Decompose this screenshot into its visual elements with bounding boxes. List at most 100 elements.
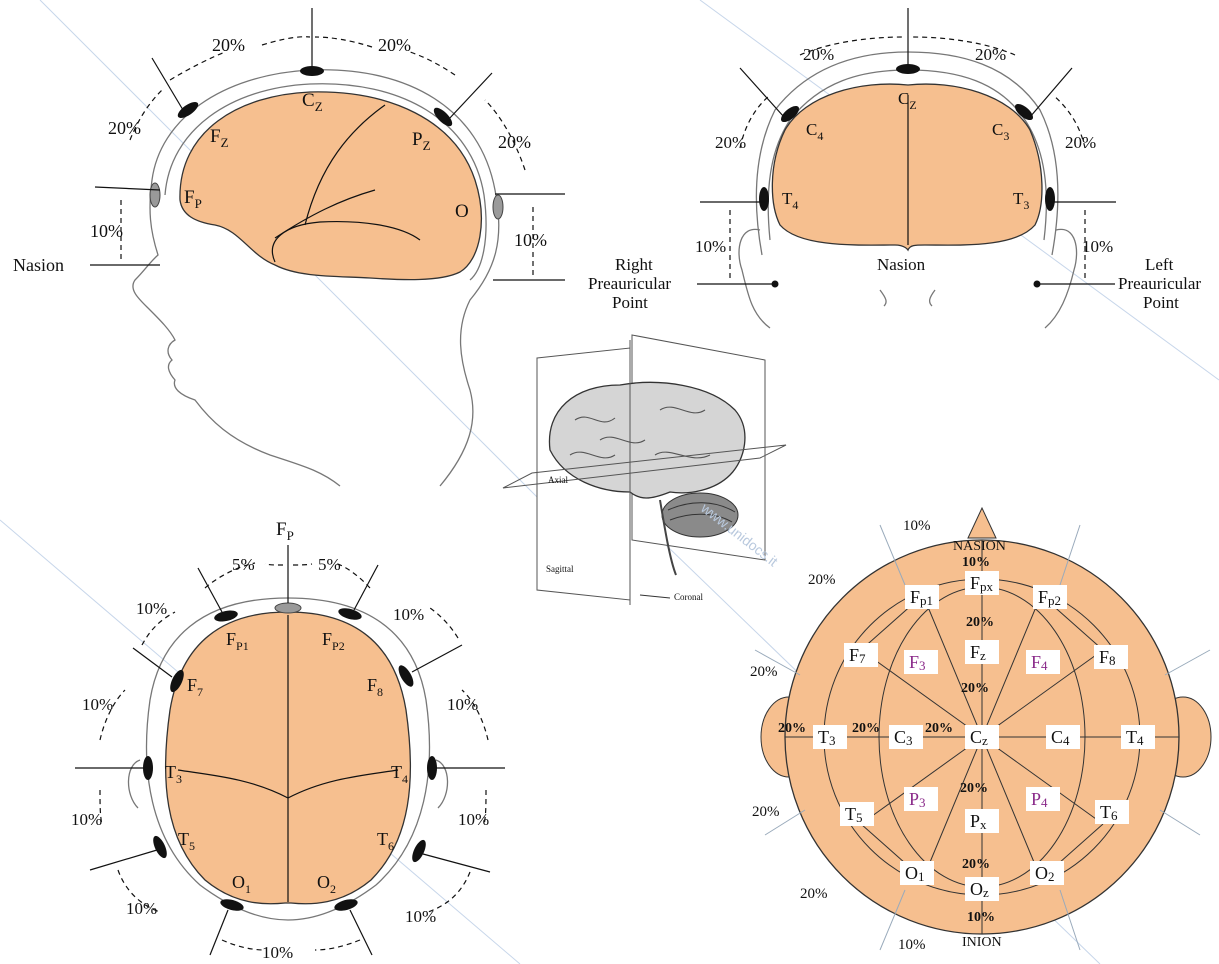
map-pct-i3: 20%: [961, 681, 989, 696]
front-pct-4: 20%: [1065, 133, 1096, 152]
map-electrode-box: [965, 725, 999, 749]
map-electrode-box: [1094, 645, 1128, 669]
front-pct-6: 10%: [1082, 237, 1113, 256]
map-electrode-label: T6: [1100, 802, 1118, 823]
map-electrode-label: Oz: [970, 879, 989, 900]
top-pct-1: 10%: [136, 599, 167, 618]
map-nasion-label: NASION: [953, 539, 1006, 554]
map-electrode-box: [1026, 650, 1060, 674]
top-fp-label: FP: [276, 519, 294, 543]
map-electrode-box: [1121, 725, 1155, 749]
top-pct-9: 10%: [262, 943, 293, 962]
map-electrode-label: Px: [970, 811, 987, 832]
right-ear: [738, 228, 771, 329]
map-electrode-box: [1030, 861, 1064, 885]
map-electrode-label: Cz: [970, 727, 988, 748]
electrode-t3: [143, 756, 153, 780]
map-pct-i7: 20%: [960, 781, 988, 796]
map-electrode-label: Fp1: [910, 587, 933, 608]
top-t5-label: T5: [178, 829, 195, 853]
map-electrode-label: Fpx: [970, 573, 994, 594]
map-pct-i9: 10%: [967, 910, 995, 925]
right-point-line3: Point: [612, 293, 648, 312]
map-electrode-c4: C4: [1046, 725, 1080, 749]
lat-pct-1: 20%: [212, 35, 245, 55]
electrode-c4: [780, 105, 800, 123]
map-electrode-label: T4: [1126, 727, 1144, 748]
map-electrode-label: Fz: [970, 642, 986, 663]
top-pct-7: 10%: [126, 899, 157, 918]
front-t4-label: T4: [782, 189, 798, 212]
front-pct-3: 20%: [715, 133, 746, 152]
map-electrode-label: T5: [845, 804, 863, 825]
map-electrode-box: [965, 877, 999, 901]
top-pct-2: 10%: [393, 605, 424, 624]
panel-brain-planes: Axial Sagittal Coronal: [502, 334, 787, 605]
map-electrode-box: [1095, 800, 1129, 824]
map-electrode-box: [840, 802, 874, 826]
electrode-fp2: [338, 608, 362, 620]
lat-cz-label: CZ: [302, 90, 323, 114]
map-electrode-f8: F8: [1094, 645, 1128, 669]
lat-pz-label: PZ: [412, 129, 431, 153]
top-fp2-label: FP2: [322, 629, 345, 653]
electrode-fp-top: [274, 602, 302, 614]
map-electrode-box: [1033, 585, 1067, 609]
top-t3-label: T3: [165, 762, 182, 786]
electrode-t6: [412, 839, 426, 863]
top-fp1-label: FP1: [226, 629, 249, 653]
right-point-line2: Preauricular: [588, 274, 671, 293]
map-pct-i5: 20%: [852, 721, 880, 736]
electrode-c3: [1014, 103, 1034, 121]
top-pct-3: 10%: [82, 695, 113, 714]
top-pct-6: 10%: [458, 810, 489, 829]
right-point-line1: Right: [615, 255, 653, 274]
map-electrode-label: P3: [909, 789, 926, 810]
brain-sulcus: [304, 104, 386, 226]
map-electrode-o2: O2: [1030, 861, 1064, 885]
map-nose: [967, 506, 997, 539]
lat-fz-label: FZ: [210, 126, 229, 150]
front-nasion-label: Nasion: [877, 255, 926, 274]
lat-pct-2: 20%: [378, 35, 411, 55]
map-pct-i6: 20%: [925, 721, 953, 736]
temporal-lobe: [271, 221, 421, 263]
electrode-o1: [220, 899, 244, 911]
top-f7-label: F7: [187, 675, 203, 699]
top-o1-label: O1: [232, 872, 251, 896]
plane-sagittal-label: Sagittal: [546, 564, 574, 574]
plane-axial-label: Axial: [548, 475, 568, 485]
electrode-cz: [300, 66, 324, 76]
front-t3-label: T3: [1013, 189, 1029, 212]
map-electrode-box: [965, 640, 999, 664]
electrode-t3: [1045, 187, 1055, 211]
map-electrode-box: [813, 725, 847, 749]
map-pct-o6: 10%: [898, 937, 926, 953]
electrode-o2: [334, 899, 358, 911]
electrode-cz-front: [896, 64, 920, 74]
map-electrode-p4: P4: [1026, 787, 1060, 811]
front-cz-label: CZ: [898, 89, 917, 112]
map-electrode-cz: Cz: [965, 725, 999, 749]
left-point-line1: Left: [1145, 255, 1174, 274]
top-pct-5a: 5%: [232, 555, 255, 574]
top-t4-label: T4: [391, 762, 408, 786]
plane-coronal-label: Coronal: [674, 592, 703, 602]
map-electrode-box: [905, 585, 939, 609]
map-inion-label: INION: [962, 935, 1002, 950]
map-electrode-pz: Px: [965, 809, 999, 833]
electrode-pz: [433, 107, 453, 127]
map-electrode-label: F8: [1099, 647, 1116, 668]
lat-o-label: O: [455, 201, 469, 222]
map-electrode-p3: P3: [904, 787, 938, 811]
front-pct-1: 20%: [803, 45, 834, 64]
top-pct-8: 10%: [405, 907, 436, 926]
map-pct-o3: 20%: [750, 664, 778, 680]
left-point-line3: Point: [1143, 293, 1179, 312]
brain-frontal: [771, 83, 1043, 252]
electrode-fp1: [214, 610, 238, 622]
map-electrode-o1: O1: [900, 861, 934, 885]
map-electrode-box: [904, 650, 938, 674]
